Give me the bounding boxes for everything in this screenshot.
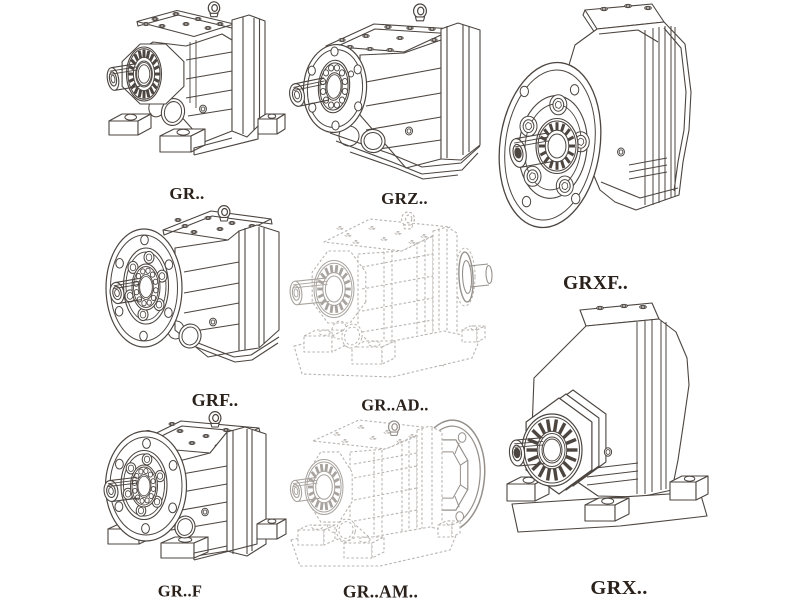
svg-text:GRX..: GRX..	[590, 577, 647, 599]
svg-text:GR..AM..: GR..AM..	[343, 582, 418, 601]
svg-text:GRXF..: GRXF..	[563, 273, 628, 294]
svg-text:GR..AD..: GR..AD..	[361, 396, 428, 415]
svg-text:GR..: GR..	[169, 184, 204, 203]
svg-text:GRF..: GRF..	[192, 390, 239, 410]
svg-text:GRZ..: GRZ..	[381, 189, 428, 208]
svg-text:GR..F: GR..F	[158, 582, 203, 601]
